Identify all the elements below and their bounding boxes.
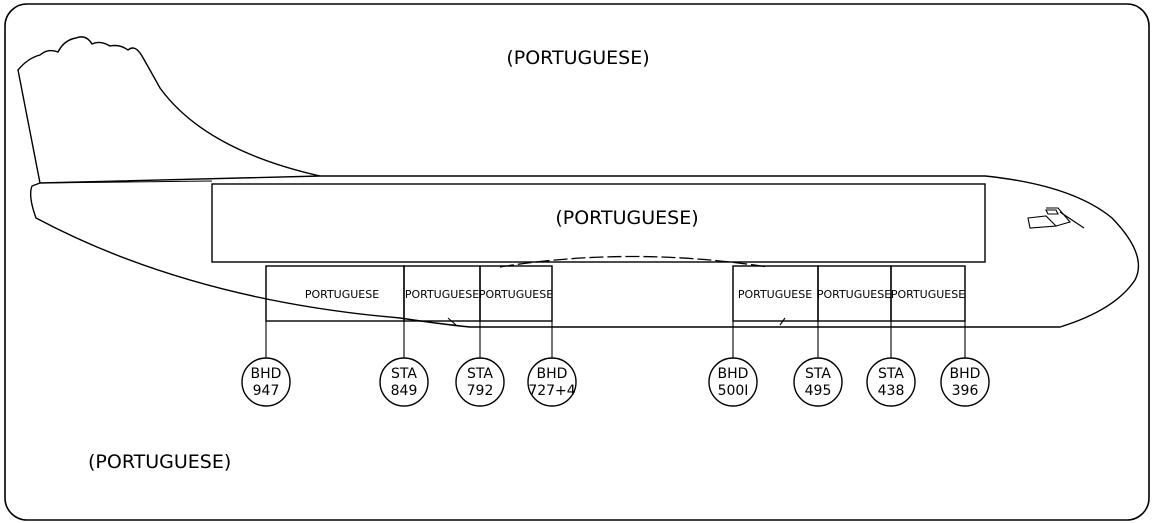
aft-cargo-hold: PORTUGUESE PORTUGUESE PORTUGUESE — [265, 265, 553, 322]
station-value: 438 — [878, 383, 905, 399]
diagram-frame — [4, 3, 1150, 521]
compartment-label: PORTUGUESE — [479, 288, 553, 301]
upper-cabin — [211, 183, 986, 263]
station-kind: STA — [467, 366, 493, 382]
compartment-label: PORTUGUESE — [738, 288, 812, 301]
station-kind: BHD — [718, 366, 749, 382]
station-bubble-sta-849: STA 849 — [379, 357, 429, 407]
compartment-label: PORTUGUESE — [891, 288, 965, 301]
compartment-label: PORTUGUESE — [817, 288, 891, 301]
station-bubble-bhd-500: BHD 500I — [708, 357, 758, 407]
cockpit-window — [1027, 207, 1085, 229]
station-kind: STA — [391, 366, 417, 382]
fuselage — [29, 175, 1140, 328]
station-kind: BHD — [251, 366, 282, 382]
compartment-label: PORTUGUESE — [305, 288, 379, 301]
station-value: 500I — [718, 383, 749, 399]
station-kind: BHD — [950, 366, 981, 382]
station-value: 947 — [253, 383, 280, 399]
compartment-label: PORTUGUESE — [405, 288, 479, 301]
station-bubble-bhd-727: BHD 727+4 — [527, 357, 577, 407]
bottom-left-label: (PORTUGUESE) — [88, 451, 231, 473]
wing-fairing — [499, 255, 769, 268]
dorsal-line — [39, 180, 213, 184]
station-kind: BHD — [537, 366, 568, 382]
station-bubble-sta-438: STA 438 — [866, 357, 916, 407]
station-bubble-bhd-947: BHD 947 — [241, 357, 291, 407]
tail-fin — [17, 36, 321, 184]
fwd-cargo-hold: PORTUGUESE PORTUGUESE PORTUGUESE — [732, 265, 966, 322]
station-value: 495 — [805, 383, 832, 399]
station-kind: STA — [805, 366, 831, 382]
title-label: (PORTUGUESE) — [506, 47, 649, 69]
upper-cabin-label: (PORTUGUESE) — [555, 207, 698, 229]
station-markers: BHD 947 STA 849 STA 792 BHD 727+4 BHD 50… — [241, 266, 990, 407]
station-value: 396 — [952, 383, 979, 399]
station-value: 792 — [467, 383, 494, 399]
station-kind: STA — [878, 366, 904, 382]
station-bubble-sta-495: STA 495 — [793, 357, 843, 407]
station-bubble-sta-792: STA 792 — [455, 357, 505, 407]
aircraft-outline — [17, 36, 1140, 328]
station-value: 727+4 — [528, 383, 575, 399]
station-bubble-bhd-396: BHD 396 — [940, 357, 990, 407]
station-value: 849 — [391, 383, 418, 399]
